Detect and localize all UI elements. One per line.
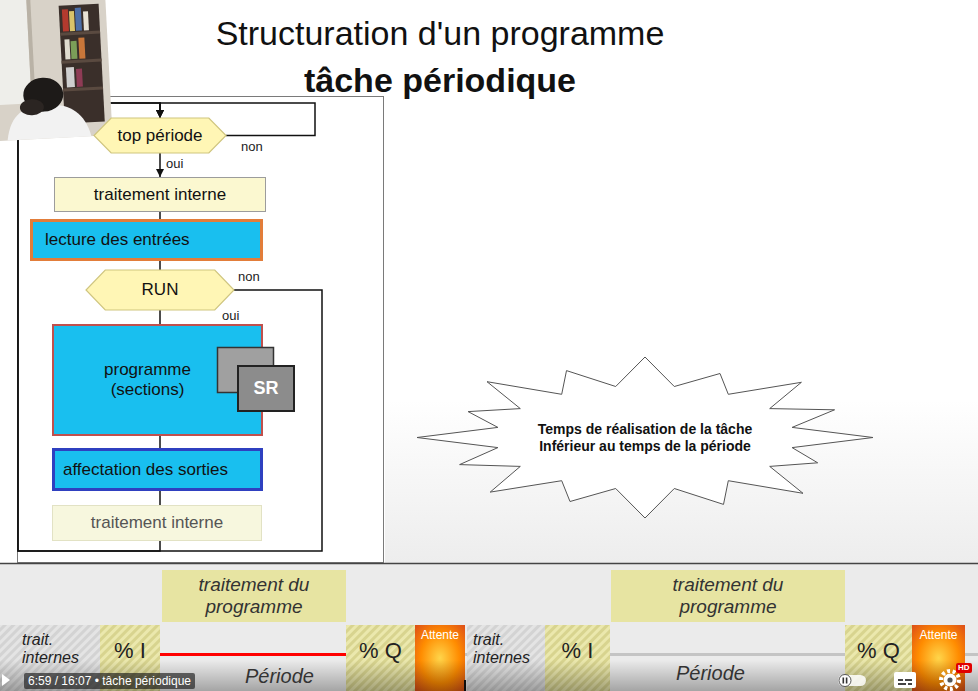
node-text: SR: [253, 378, 278, 399]
node-text: % I: [562, 638, 594, 663]
timeline-rule: [0, 563, 978, 565]
node-text: traitement interne: [94, 185, 226, 205]
process-box: traitement interne: [54, 177, 266, 212]
timeline-cell: trait. internes: [467, 625, 545, 691]
flow-connector: [159, 310, 161, 324]
wait-cell: Attente: [415, 625, 465, 691]
node-text: lecture des entrées: [45, 230, 190, 250]
node-text: Attente: [421, 629, 459, 643]
node-text: % Q: [359, 638, 402, 663]
input-box: lecture des entrées: [30, 219, 263, 261]
branch-label: non: [241, 140, 263, 154]
node-text: trait. internes: [473, 631, 543, 668]
node-text: top période: [117, 126, 202, 146]
input-scan-cell: % I: [545, 625, 610, 691]
node-text: trait. internes: [22, 631, 94, 668]
hd-badge: HD: [956, 663, 972, 673]
node-text: % Q: [857, 638, 900, 663]
flowchart-frame: [18, 97, 384, 563]
play-icon: [2, 674, 10, 686]
flow-connector: [159, 436, 161, 448]
flow-connector: [159, 153, 161, 177]
timeline-band: traitement du programme: [611, 570, 845, 622]
flow-connector: [159, 261, 161, 270]
node-text: traitement interne: [91, 513, 223, 533]
video-time: 6:59 / 16:07 • tâche périodique: [24, 673, 195, 689]
subtitles-icon: [894, 672, 916, 688]
flow-connector: [18, 103, 322, 551]
node-text: programme (sections): [88, 360, 208, 399]
node-text: Attente: [919, 629, 957, 643]
wait-cell: Attente: [912, 625, 965, 691]
branch-label: non: [238, 270, 260, 284]
settings-gear: [941, 671, 959, 689]
output-write-cell: % Q: [346, 625, 415, 691]
autoplay-toggle: [838, 675, 866, 687]
timeline-ground: [0, 563, 978, 691]
node-text: Temps de réalisation de la tâche Inférie…: [520, 421, 770, 453]
slide-subtitle: tâche périodique: [140, 60, 740, 101]
decision-hexagon: RUN: [86, 270, 234, 310]
timeline-band: traitement du programme: [162, 570, 346, 622]
node-text: traitement du programme: [643, 574, 813, 618]
node-text: affectation des sorties: [63, 460, 228, 480]
flow-connector: [159, 212, 161, 219]
node-text: RUN: [142, 280, 179, 300]
program-box: programme (sections)SR: [52, 324, 263, 436]
slide-title: Structuration d'un programme: [140, 13, 740, 54]
callout-starburst: Temps de réalisation de la tâche Inférie…: [415, 355, 875, 520]
process-box: traitement interne: [52, 505, 262, 541]
period-label: Période: [245, 664, 314, 688]
output-write-cell: % Q: [845, 625, 912, 691]
branch-label: oui: [166, 157, 183, 171]
flow-connector: [159, 491, 161, 505]
period-label: Période: [676, 661, 745, 685]
decision-hexagon: top période: [94, 118, 226, 153]
subroutine-box: SR: [238, 366, 294, 411]
branch-label: oui: [222, 309, 239, 323]
node-text: traitement du programme: [169, 574, 339, 618]
output-box: affectation des sorties: [52, 448, 263, 491]
node-text: % I: [114, 638, 146, 663]
